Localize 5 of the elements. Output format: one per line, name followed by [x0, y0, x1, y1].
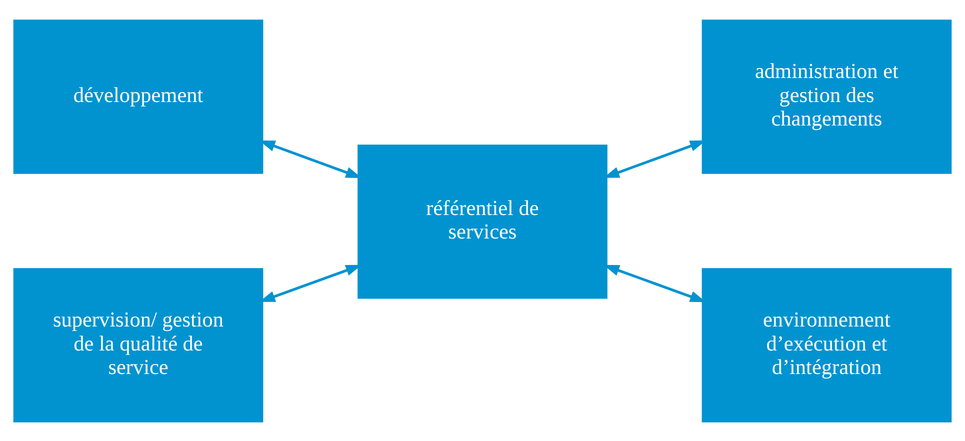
- node-box: administration et gestion des changements: [702, 19, 952, 174]
- node-box: développement: [13, 19, 264, 174]
- node-box: référentiel de services: [358, 144, 608, 298]
- node-box: environnement d’exécution et d’intégration: [702, 268, 952, 422]
- node-box: supervision/ gestion de la qualité de service: [13, 268, 264, 422]
